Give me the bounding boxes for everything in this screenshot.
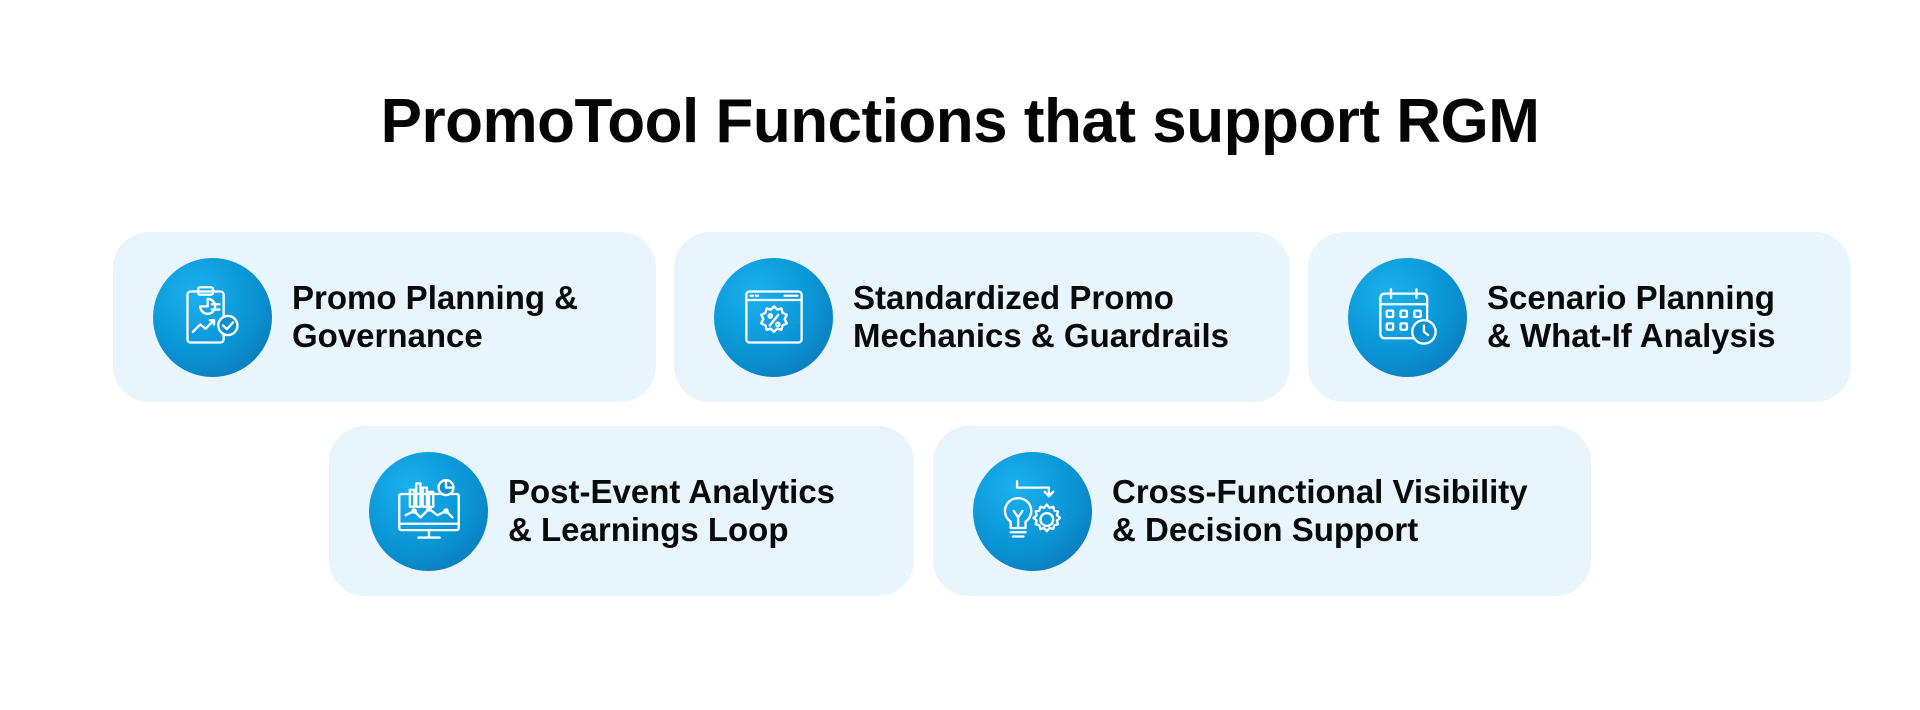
card-label-line-2: & What-If Analysis	[1487, 317, 1776, 354]
card-label: Scenario Planning & What-If Analysis	[1487, 279, 1775, 355]
card-label-line-1: Scenario Planning	[1487, 279, 1775, 316]
card-scenario-planning: Scenario Planning & What-If Analysis	[1308, 232, 1851, 402]
page-title: PromoTool Functions that support RGM	[380, 87, 1540, 156]
card-label-line-1: Standardized Promo	[853, 279, 1174, 316]
card-label-line-1: Promo Planning &	[292, 279, 579, 316]
card-label: Cross-Functional Visibility & Decision S…	[1112, 473, 1528, 549]
monitor-analytics-icon	[369, 451, 488, 571]
card-label: Standardized Promo Mechanics & Guardrail…	[853, 279, 1229, 355]
card-label: Post-Event Analytics & Learnings Loop	[508, 473, 835, 549]
card-label-line-1: Post-Event Analytics	[508, 473, 836, 510]
card-label-line-1: Cross-Functional Visibility	[1112, 473, 1528, 510]
card-label-line-2: Governance	[292, 317, 483, 354]
lightbulb-gear-icon	[973, 451, 1092, 571]
calendar-clock-icon	[1348, 257, 1467, 377]
card-cross-functional: Cross-Functional Visibility & Decision S…	[933, 426, 1591, 596]
card-label-line-2: & Decision Support	[1112, 511, 1419, 548]
browser-percent-badge-icon	[714, 257, 833, 377]
card-label-line-2: Mechanics & Guardrails	[853, 317, 1229, 354]
card-post-event-analytics: Post-Event Analytics & Learnings Loop	[329, 426, 914, 596]
card-promo-mechanics: Standardized Promo Mechanics & Guardrail…	[674, 232, 1290, 402]
card-label: Promo Planning & Governance	[292, 279, 578, 355]
card-promo-planning: Promo Planning & Governance	[113, 232, 656, 402]
card-label-line-2: & Learnings Loop	[508, 511, 789, 548]
clipboard-chart-check-icon	[153, 257, 272, 377]
